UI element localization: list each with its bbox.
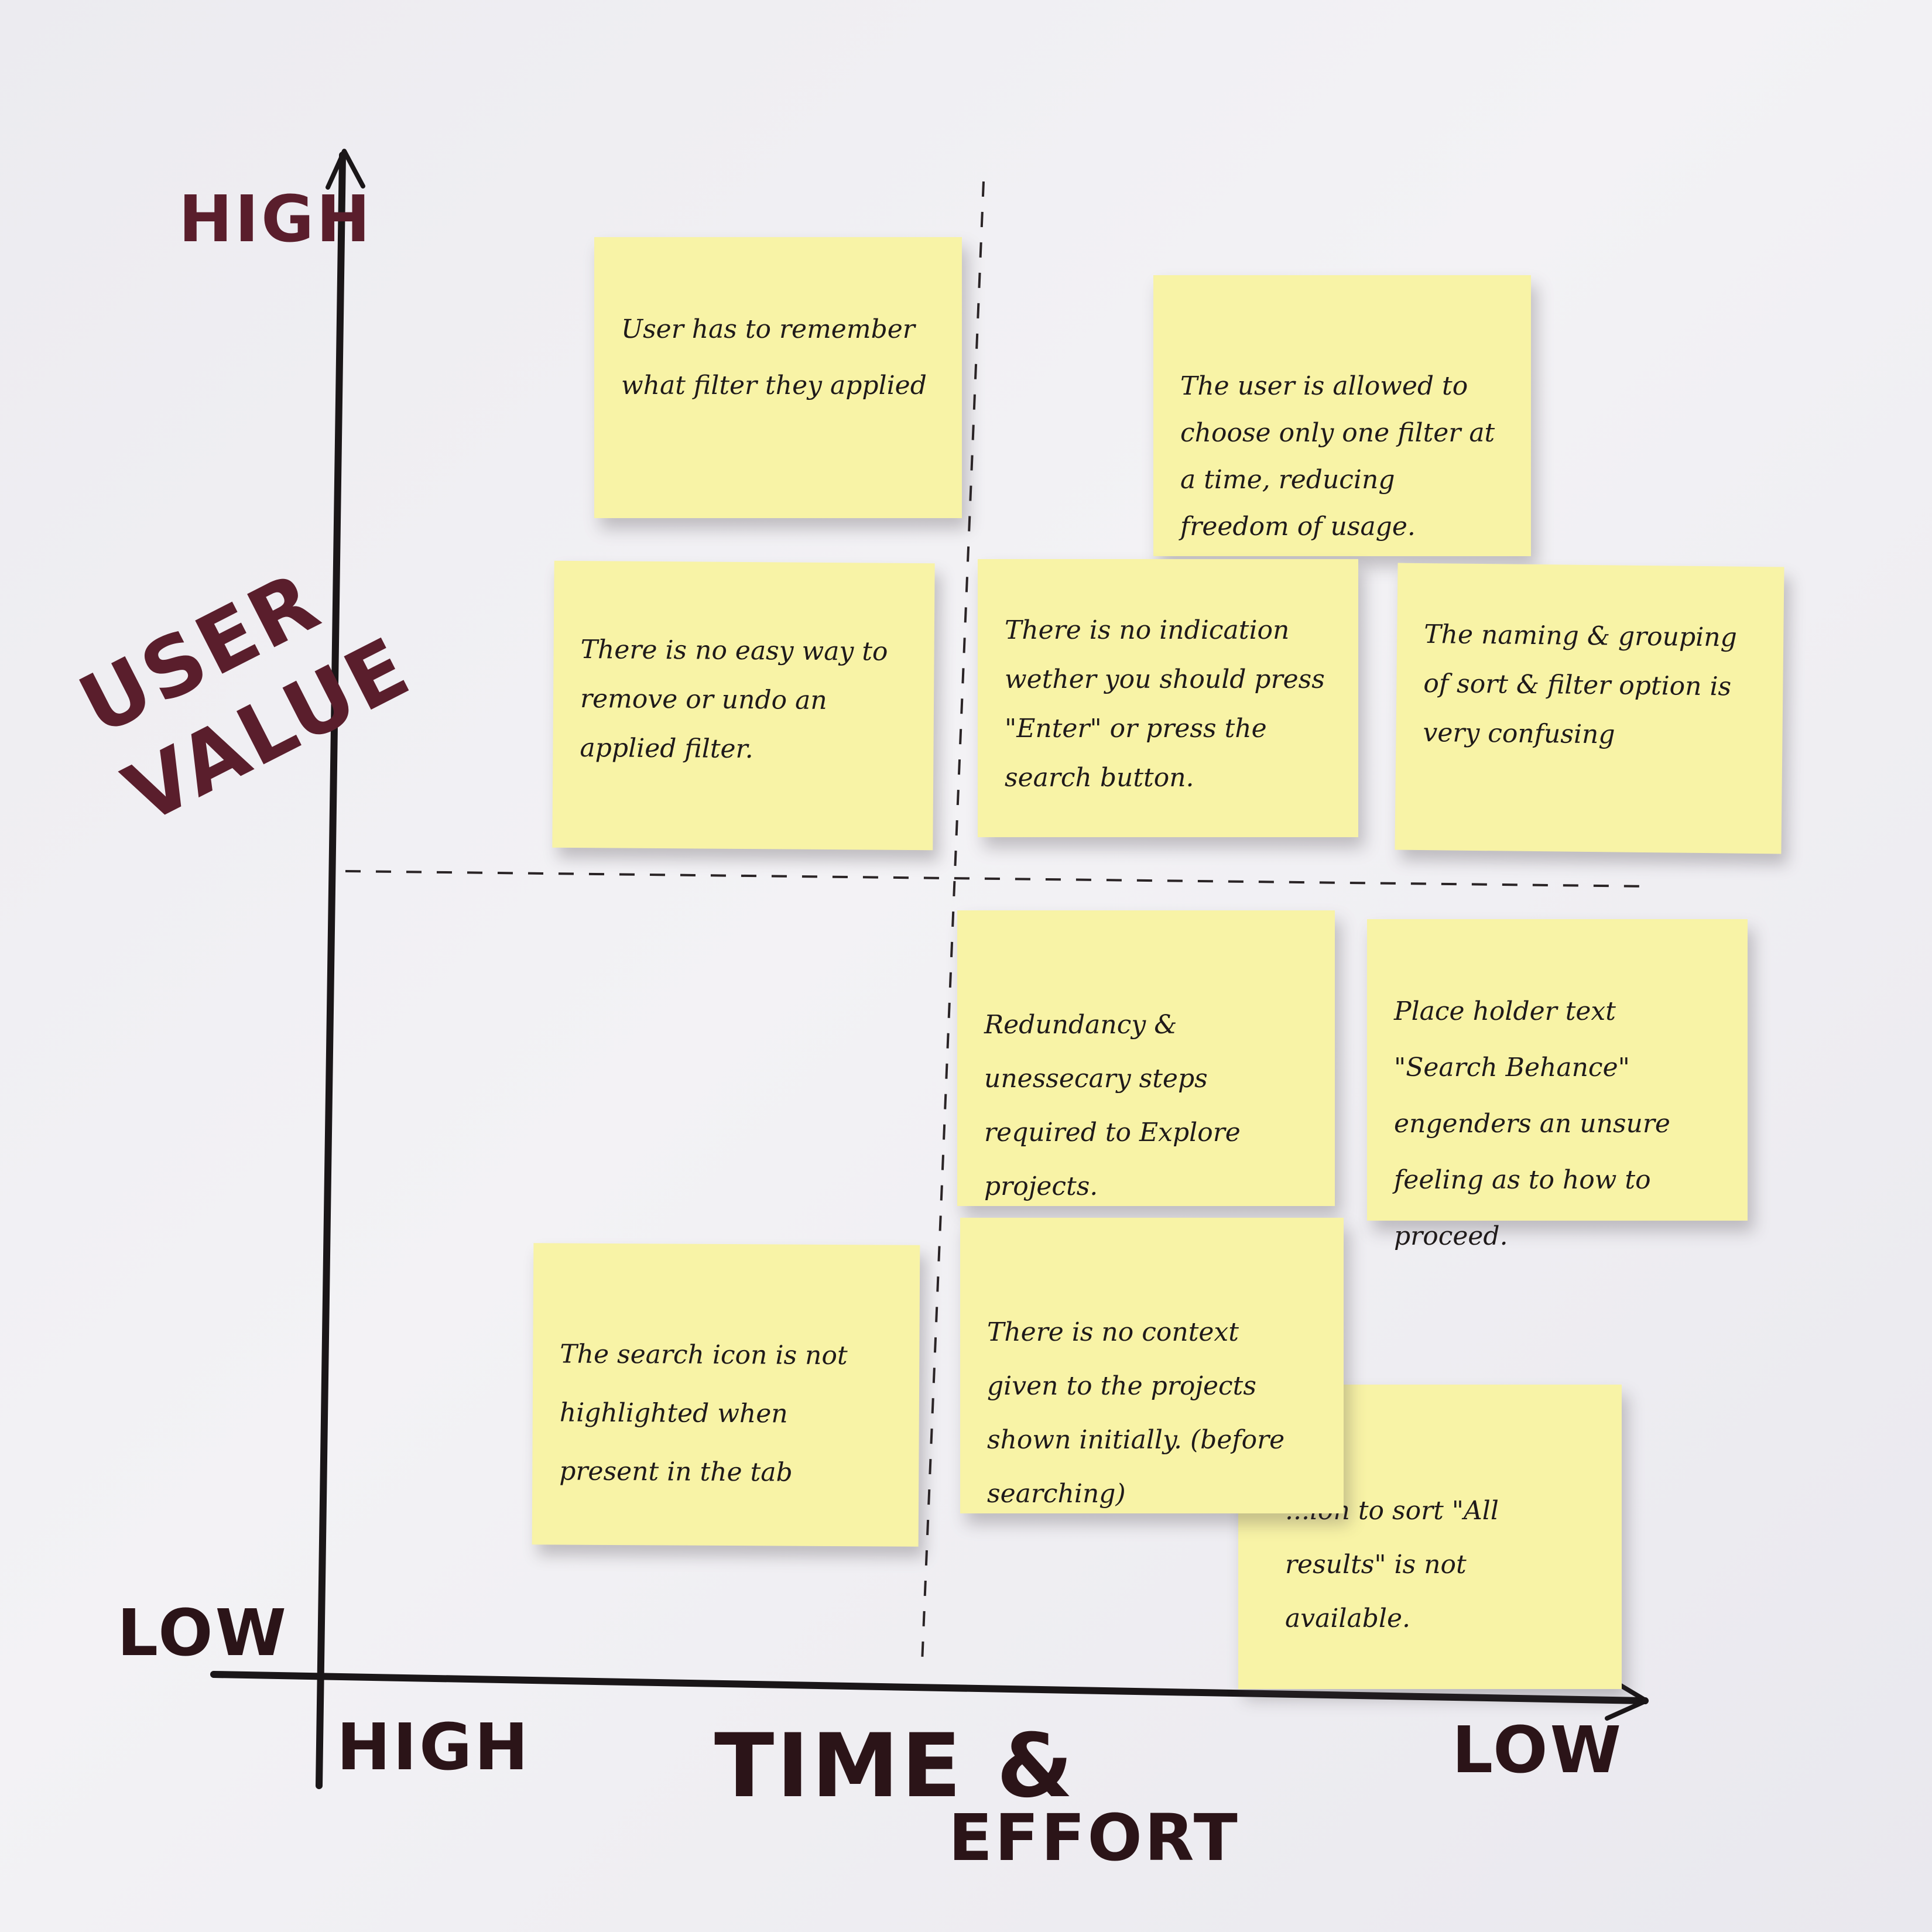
sticky-note-text: Place holder text "Search Behance" engen…	[1394, 996, 1670, 1251]
sticky-note[interactable]: User has to remember what filter they ap…	[594, 237, 962, 518]
sticky-note[interactable]: Redundancy & unessecary steps required t…	[957, 910, 1335, 1206]
sticky-note-text: The naming & grouping of sort & filter o…	[1423, 619, 1738, 750]
sticky-note-text: ...ion to sort "All results" is not avai…	[1285, 1496, 1499, 1633]
vertical-divider	[921, 181, 985, 1663]
horizontal-divider	[345, 870, 1652, 888]
sticky-note-text: The user is allowed to choose only one f…	[1180, 371, 1495, 542]
sticky-note-text: There is no easy way to remove or undo a…	[580, 635, 888, 765]
sticky-note-text: The search icon is not highlighted when …	[559, 1339, 848, 1488]
x-axis-line	[210, 1671, 1649, 1704]
x-axis-title-line1: TIME &	[714, 1715, 1075, 1817]
sticky-note[interactable]: There is no easy way to remove or undo a…	[552, 560, 935, 851]
x-axis-high-label: HIGH	[337, 1710, 531, 1784]
sticky-note-text: Redundancy & unessecary steps required t…	[984, 1010, 1241, 1201]
y-axis-high-label: HIGH	[179, 181, 373, 256]
y-axis-low-label: LOW	[117, 1595, 289, 1670]
sticky-note[interactable]: The search icon is not highlighted when …	[532, 1243, 920, 1547]
sticky-note[interactable]: The naming & grouping of sort & filter o…	[1395, 563, 1784, 854]
sticky-note[interactable]: There is no indication wether you should…	[978, 559, 1358, 837]
sticky-note[interactable]: The user is allowed to choose only one f…	[1153, 275, 1531, 556]
sticky-note-text: There is no indication wether you should…	[1005, 615, 1325, 793]
x-axis-title-line2: EFFORT	[948, 1800, 1240, 1875]
sticky-note-text: User has to remember what filter they ap…	[621, 314, 927, 400]
y-axis-arrowhead	[326, 149, 365, 190]
x-axis-low-label: LOW	[1452, 1712, 1624, 1787]
sticky-note[interactable]: There is no context given to the project…	[960, 1218, 1344, 1513]
sticky-note-text: There is no context given to the project…	[987, 1317, 1285, 1509]
sticky-note[interactable]: Place holder text "Search Behance" engen…	[1367, 919, 1748, 1251]
y-axis-line	[316, 152, 346, 1789]
